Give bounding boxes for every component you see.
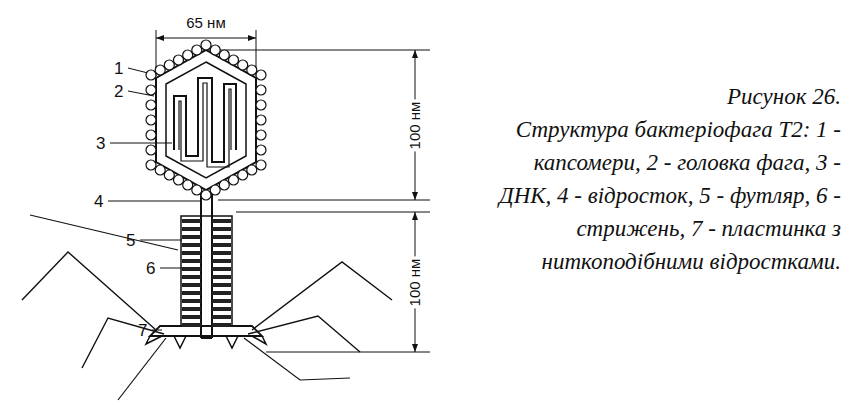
sheath-ring: [212, 299, 231, 303]
figure-caption: Структура бактеріофага Т2: 1 - капсомери…: [491, 113, 841, 278]
capsomere: [155, 165, 165, 175]
dimension-label: 100 нм: [407, 256, 422, 308]
capsomere: [256, 160, 266, 170]
capsomere: [201, 190, 211, 200]
callout-number: 5: [126, 232, 135, 249]
sheath-ring: [212, 315, 231, 319]
sheath-ring: [182, 235, 201, 239]
capsomere: [256, 130, 266, 140]
capsomere: [201, 40, 211, 50]
capsomere: [247, 165, 257, 175]
dimension-label: 65 нм: [184, 15, 227, 30]
capsomere: [256, 85, 266, 95]
capsomere: [164, 60, 174, 70]
capsomere: [256, 115, 266, 125]
sheath-ring: [212, 267, 231, 271]
callout-number: 2: [114, 83, 123, 100]
capsomere: [183, 50, 193, 60]
capsomere: [164, 170, 174, 180]
sheath-ring: [212, 291, 231, 295]
sheath-ring: [182, 227, 201, 231]
capsomere: [146, 70, 156, 80]
sheath-ring: [182, 259, 201, 263]
sheath-ring: [212, 307, 231, 311]
sheath-ring: [212, 227, 231, 231]
sheath-ring: [212, 219, 231, 223]
capsomere: [174, 175, 184, 185]
sheath-ring: [212, 275, 231, 279]
sheath-ring: [182, 299, 201, 303]
capsomere: [256, 100, 266, 110]
callout-number: 3: [96, 135, 105, 152]
sheath-ring: [212, 323, 231, 327]
capsomere: [238, 170, 248, 180]
callout-number: 4: [94, 193, 103, 210]
sheath-ring: [212, 235, 231, 239]
sheath-ring: [182, 275, 201, 279]
capsomere: [256, 145, 266, 155]
capsomere: [238, 60, 248, 70]
sheath-ring: [182, 251, 201, 255]
capsomere: [146, 160, 156, 170]
capsomere: [146, 85, 156, 95]
capsomere: [229, 175, 239, 185]
sheath-ring: [212, 283, 231, 287]
capsomere: [146, 100, 156, 110]
sheath-ring: [182, 291, 201, 295]
capsomere: [210, 185, 220, 195]
callout-number: 6: [146, 260, 155, 277]
sheath-ring: [182, 315, 201, 319]
dimension-label: 100 нм: [407, 99, 422, 151]
capsomere: [155, 65, 165, 75]
capsomere: [192, 185, 202, 195]
sheath-ring: [212, 259, 231, 263]
capsomere: [183, 180, 193, 190]
capsomere: [146, 115, 156, 125]
sheath-ring: [182, 323, 201, 327]
sheath-ring: [182, 243, 201, 247]
capsomere: [219, 180, 229, 190]
callout-number: 7: [138, 322, 147, 339]
sheath-ring: [182, 219, 201, 223]
capsomere: [219, 50, 229, 60]
capsomere: [174, 55, 184, 65]
capsomere: [146, 130, 156, 140]
figure-title: Рисунок 26.: [481, 80, 841, 113]
sheath-ring: [212, 243, 231, 247]
sheath-ring: [182, 283, 201, 287]
capsomere: [256, 70, 266, 80]
capsomere: [146, 145, 156, 155]
capsomere: [247, 65, 257, 75]
capsomere: [192, 45, 202, 55]
callout-number: 1: [114, 60, 123, 77]
sheath-ring: [182, 307, 201, 311]
capsomere: [229, 55, 239, 65]
sheath-ring: [182, 267, 201, 271]
capsomere: [210, 45, 220, 55]
sheath-ring: [212, 251, 231, 255]
